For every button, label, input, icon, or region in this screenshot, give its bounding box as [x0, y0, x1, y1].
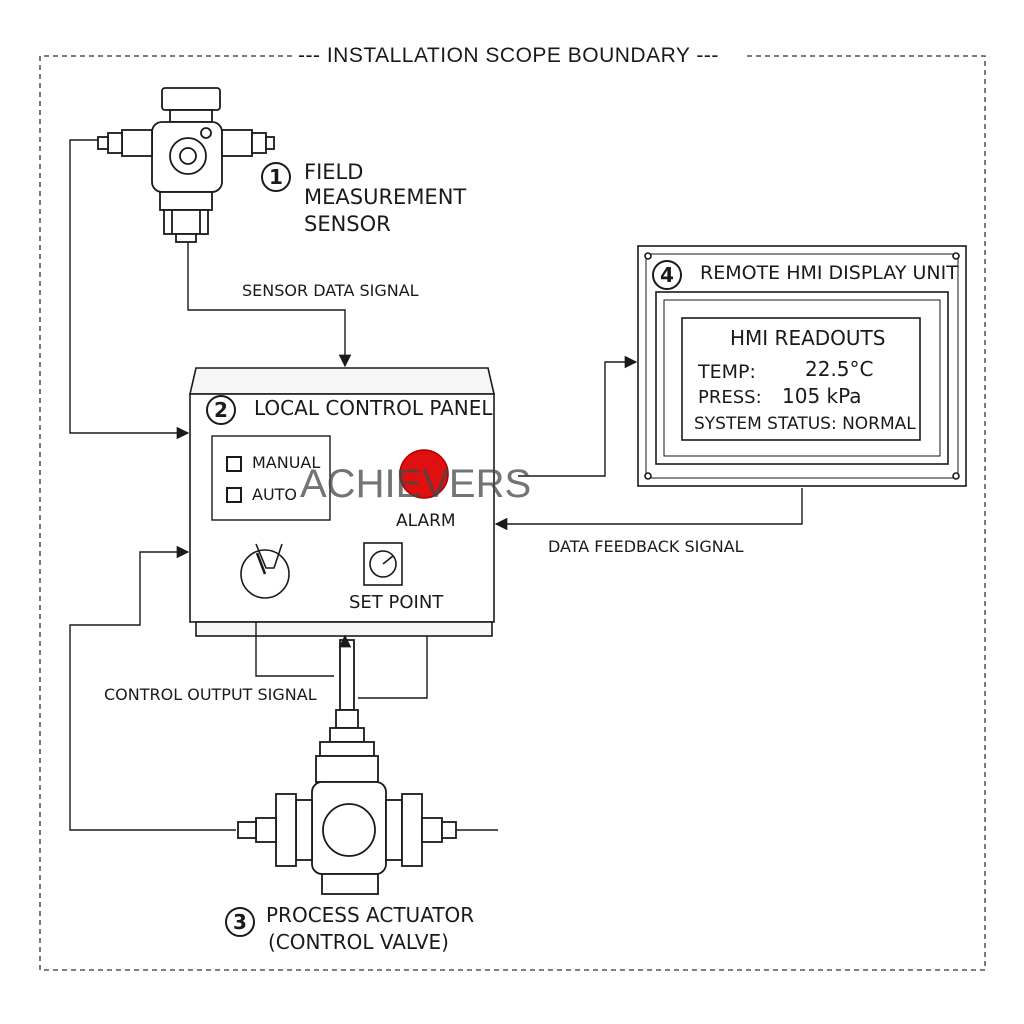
watermark: ACHIEVERS: [300, 462, 532, 506]
scope-boundary: [39, 55, 986, 971]
actuator-label-line-2: (CONTROL VALVE): [268, 930, 449, 954]
manual-mode-checkbox[interactable]: [226, 456, 242, 472]
sensor-label-line-2: MEASUREMENT: [304, 185, 467, 209]
setpoint-label: SET POINT: [349, 592, 444, 613]
field-sensor-drawing: [97, 87, 275, 243]
sensor-number-badge: 1: [261, 162, 291, 192]
actuator-label-line-1: PROCESS ACTUATOR: [266, 903, 475, 927]
actuator-number-badge: 3: [225, 907, 255, 937]
hmi-drawing: [637, 245, 967, 487]
data-feedback-signal-label: DATA FEEDBACK SIGNAL: [548, 537, 744, 556]
hmi-press-label: PRESS:: [698, 387, 762, 408]
panel-title: LOCAL CONTROL PANEL: [254, 396, 493, 420]
hmi-status-text: SYSTEM STATUS: NORMAL: [694, 414, 916, 434]
alarm-label: ALARM: [396, 511, 456, 531]
signal-lines: [69, 139, 803, 831]
auto-mode-label: AUTO: [252, 485, 298, 504]
hmi-temp-label: TEMP:: [698, 361, 756, 383]
hmi-temp-value: 22.5°C: [805, 357, 874, 381]
manual-mode-label: MANUAL: [252, 453, 321, 472]
sensor-label-line-1: FIELD: [304, 160, 364, 184]
hmi-number-badge: 4: [652, 260, 682, 290]
control-output-signal-label: CONTROL OUTPUT SIGNAL: [104, 685, 317, 704]
panel-number-badge: 2: [206, 395, 236, 425]
alarm-lamp: [399, 449, 449, 499]
sensor-data-signal-label: SENSOR DATA SIGNAL: [242, 281, 419, 300]
hmi-screen-title: HMI READOUTS: [730, 326, 886, 350]
control-valve-drawing: [237, 639, 457, 895]
auto-mode-checkbox[interactable]: [226, 487, 242, 503]
boundary-label: --- INSTALLATION SCOPE BOUNDARY ---: [292, 44, 725, 68]
hmi-press-value: 105 kPa: [782, 384, 862, 408]
sensor-label-line-3: SENSOR: [304, 212, 391, 236]
control-panel-drawing: [188, 367, 496, 637]
hmi-title: REMOTE HMI DISPLAY UNIT: [700, 262, 958, 284]
